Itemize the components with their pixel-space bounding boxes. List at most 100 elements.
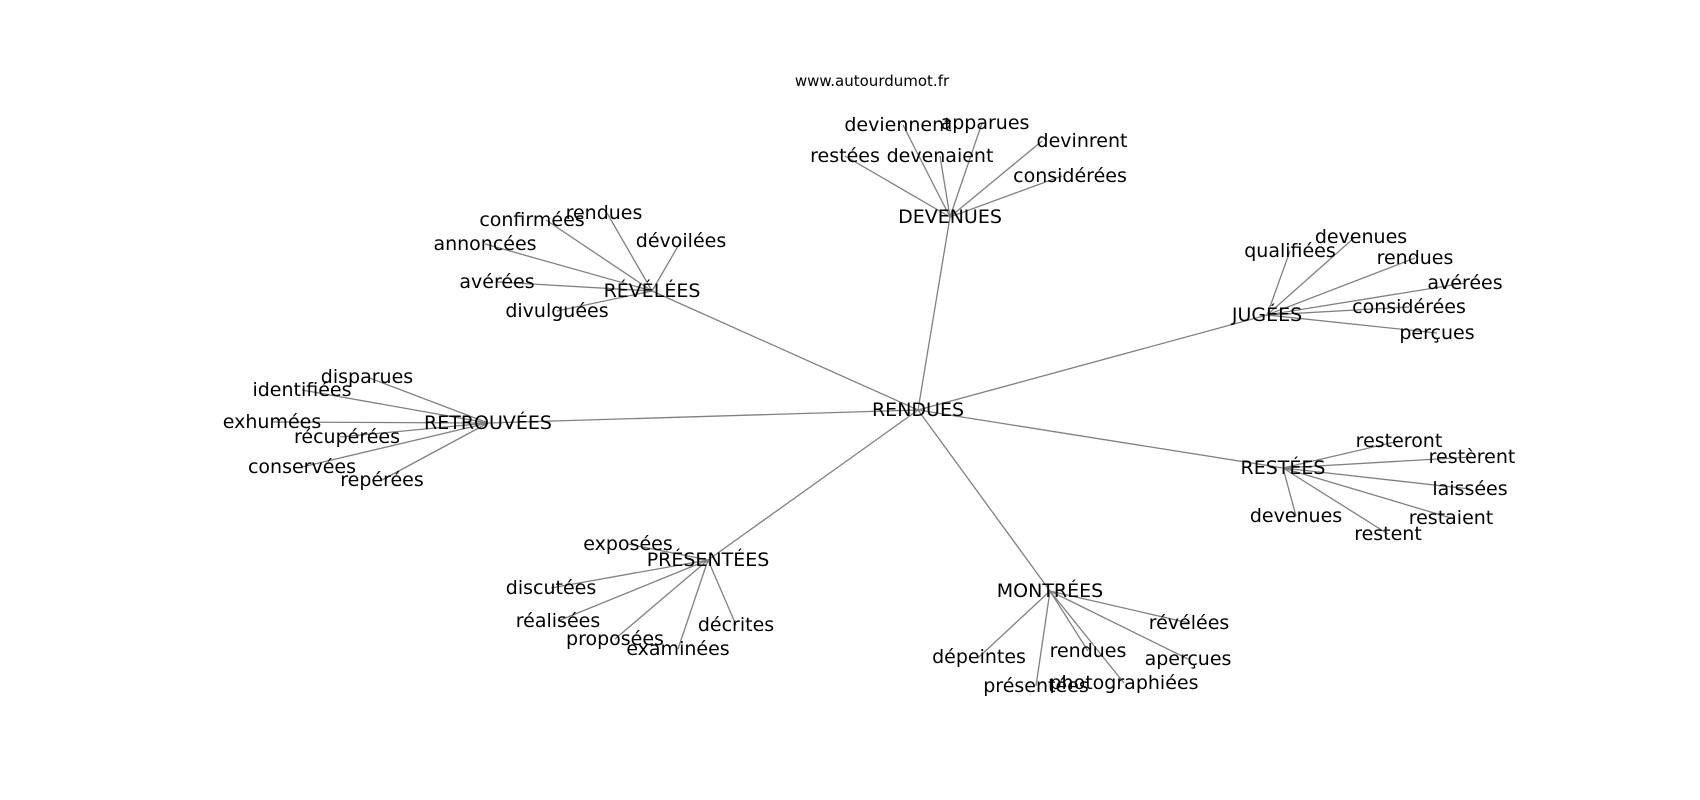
branch-node-label: RETROUVÉES	[424, 411, 552, 434]
edge-branch-5-leaf-4	[1282, 467, 1452, 519]
leaf-node-label: restèrent	[1429, 446, 1516, 468]
edge-root-to-2	[651, 290, 919, 411]
edge-branch-3-leaf-6	[1266, 314, 1438, 334]
leaf-node-label: exhumées	[223, 411, 321, 433]
leaf-node-label: réalisées	[516, 610, 600, 632]
leaf-node-label: divulguées	[505, 300, 608, 322]
edge-root-to-6	[707, 409, 919, 561]
leaf-node-label: conservées	[248, 456, 356, 478]
root-node-label: RENDUES	[872, 399, 964, 421]
leaf-node-label: dévoilées	[636, 230, 726, 252]
edge-branch-4-leaf-6	[381, 422, 489, 481]
leaf-node-label: laissées	[1432, 478, 1507, 500]
branch-node-label: JUGÉES	[1231, 303, 1302, 326]
edge-root-to-1	[917, 216, 951, 411]
leaf-node-label: annoncées	[433, 233, 536, 255]
edge-branch-2-leaf-6	[556, 290, 653, 312]
leaf-node-label: restaient	[1409, 507, 1494, 529]
edge-branch-3-leaf-2	[1266, 236, 1356, 316]
edge-root-to-7	[917, 409, 1051, 592]
leaf-node-label: considérées	[1013, 165, 1127, 187]
leaf-node-label: exposées	[583, 533, 672, 555]
edge-branch-3-leaf-5	[1266, 306, 1410, 316]
edge-branch-5-leaf-3	[1282, 467, 1471, 490]
leaf-node-label: rendues	[1050, 640, 1127, 662]
edge-branch-4-leaf-5	[301, 422, 489, 468]
branch-node-label: RESTÉES	[1241, 456, 1326, 479]
edge-branch-6-leaf-2	[550, 559, 709, 589]
edge-branch-3-leaf-4	[1266, 282, 1466, 316]
edge-branch-5-leaf-5	[1282, 467, 1297, 517]
watermark-url: www.autourdumot.fr	[794, 72, 950, 90]
branch-node-label: RÉVÉLÉES	[604, 279, 701, 302]
leaf-node-label: devinrent	[1037, 130, 1128, 152]
edge-branch-7-leaf-5	[1035, 590, 1051, 687]
edge-branch-2-leaf-5	[496, 281, 653, 292]
leaf-node-label: confirmées	[479, 209, 584, 231]
edge-branch-1-leaf-6	[949, 175, 1063, 218]
edge-branch-1-leaf-4	[844, 155, 951, 218]
branch-node-label: DEVENUES	[898, 206, 1002, 228]
edge-branch-7-leaf-3	[1049, 590, 1189, 660]
edge-branch-7-leaf-4	[978, 590, 1051, 658]
leaf-node-label: rendues	[1377, 247, 1454, 269]
edge-root-to-4	[487, 409, 919, 424]
leaf-node-label: photographiées	[1050, 672, 1199, 694]
edge-branch-3-leaf-3	[1266, 257, 1416, 316]
edge-branch-4-leaf-2	[301, 389, 489, 424]
edge-root-to-5	[917, 409, 1284, 469]
edge-branch-6-leaf-6	[707, 559, 737, 626]
edge-branch-1-leaf-1	[902, 124, 951, 218]
edge-branch-3-leaf-1	[1266, 250, 1291, 316]
leaf-node-label: perçues	[1399, 322, 1474, 344]
leaf-node-label: présentées	[983, 675, 1089, 697]
edge-branch-2-leaf-3	[651, 240, 682, 292]
leaf-node-label: avérées	[1427, 272, 1502, 294]
edge-branch-6-leaf-4	[614, 559, 709, 640]
graph-edges	[271, 122, 1473, 687]
leaf-node-label: deviennent	[844, 114, 951, 136]
edge-branch-1-leaf-5	[939, 155, 951, 218]
edge-branch-4-leaf-3	[271, 421, 489, 424]
branch-node-label: PRÉSENTÉES	[647, 548, 770, 571]
leaf-node-label: considérées	[1352, 296, 1466, 318]
leaf-node-label: devenues	[1315, 226, 1407, 248]
leaf-node-label: récupérées	[294, 426, 400, 448]
leaf-node-label: aperçues	[1145, 648, 1232, 670]
edge-branch-2-leaf-2	[606, 212, 653, 292]
leaf-node-label: devenaient	[887, 145, 994, 167]
edge-branch-7-leaf-2	[1049, 590, 1089, 652]
leaf-node-label: qualifiées	[1244, 240, 1336, 262]
edge-branch-1-leaf-2	[949, 122, 983, 218]
leaf-node-label: décrites	[698, 614, 774, 636]
edge-branch-4-leaf-4	[339, 422, 489, 438]
edge-branch-7-leaf-6	[1049, 590, 1125, 684]
leaf-node-label: examinées	[626, 638, 729, 660]
branch-node-label: MONTRÉES	[997, 579, 1103, 602]
edge-branch-1-leaf-3	[949, 140, 1043, 218]
leaf-node-label: rendues	[566, 202, 643, 224]
edge-branch-2-leaf-4	[484, 243, 653, 292]
leaf-node-label: resteront	[1356, 430, 1443, 452]
edge-branch-5-leaf-1	[1282, 440, 1400, 469]
edge-branch-7-leaf-1	[1049, 590, 1190, 624]
leaf-node-label: apparues	[941, 112, 1030, 134]
edge-branch-6-leaf-3	[557, 559, 709, 622]
leaf-node-label: repérées	[340, 469, 424, 491]
leaf-node-label: discutées	[506, 577, 596, 599]
edge-branch-6-leaf-1	[627, 543, 709, 561]
leaf-node-label: disparues	[321, 366, 413, 388]
edge-root-to-3	[917, 314, 1268, 411]
leaf-node-label: proposées	[566, 628, 664, 650]
leaf-node-label: restent	[1354, 523, 1422, 545]
edge-branch-2-leaf-1	[545, 219, 653, 292]
leaf-node-label: restées	[810, 145, 880, 167]
leaf-node-label: avérées	[459, 271, 534, 293]
leaf-node-label: devenues	[1250, 505, 1342, 527]
edge-branch-4-leaf-1	[366, 376, 489, 424]
edge-branch-5-leaf-6	[1282, 467, 1389, 535]
leaf-node-label: révélées	[1149, 612, 1230, 634]
edge-branch-5-leaf-2	[1282, 456, 1473, 469]
